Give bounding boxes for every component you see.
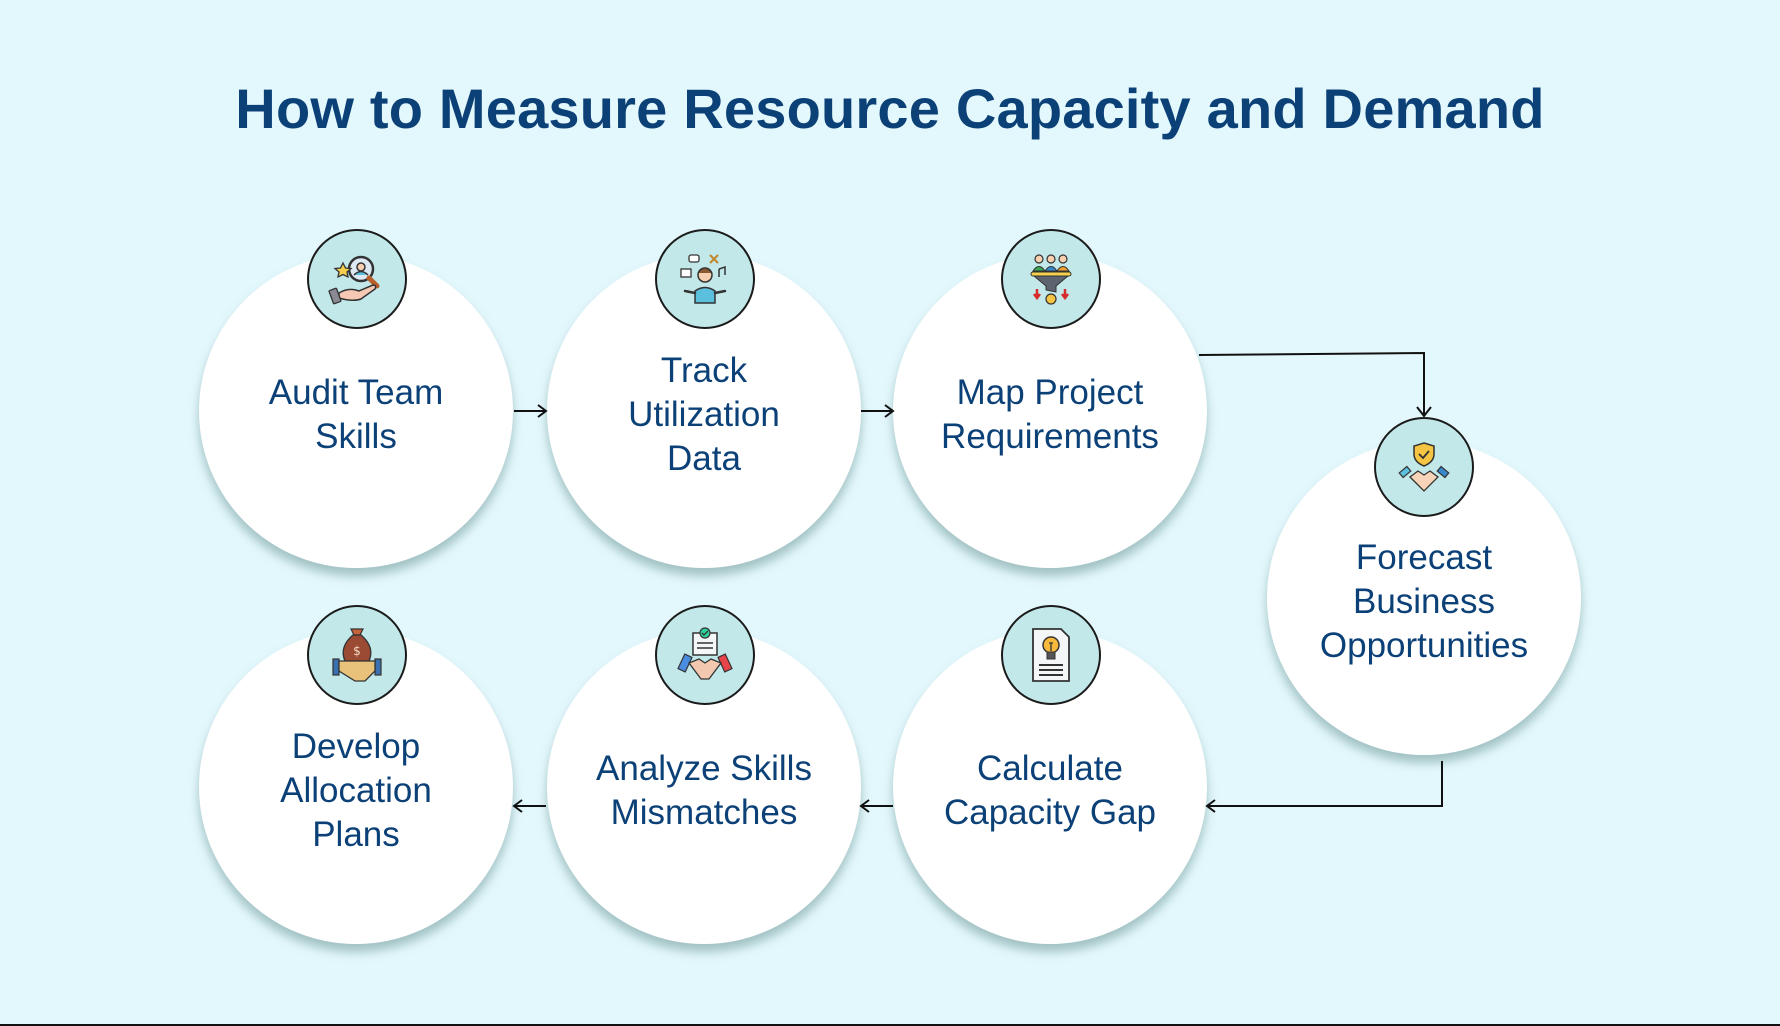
step-label: Forecast Business Opportunities <box>1319 538 1529 665</box>
step-analyze-skills-mismatches: Analyze Skills Mismatches <box>547 630 861 944</box>
step-label: Audit Team Skills <box>268 373 444 456</box>
svg-text:$: $ <box>353 644 361 658</box>
people-funnel-dollar-icon <box>1001 229 1101 329</box>
document-lightbulb-icon <box>1001 605 1101 705</box>
handshake-shield-icon <box>1374 417 1474 517</box>
step-label: Track Utilization Data <box>628 351 780 478</box>
bottom-border <box>0 1024 1780 1026</box>
step-label: Calculate Capacity Gap <box>943 749 1157 832</box>
money-bag-handshake-icon: $ <box>307 605 407 705</box>
handshake-contract-icon <box>655 605 755 705</box>
step-label: Map Project Requirements <box>941 373 1159 456</box>
person-activities-icon <box>655 229 755 329</box>
step-label: Analyze Skills Mismatches <box>596 749 812 832</box>
diagram-title: How to Measure Resource Capacity and Dem… <box>235 77 1545 140</box>
hand-magnifier-person-star-icon <box>307 229 407 329</box>
step-label: Develop Allocation Plans <box>280 727 432 854</box>
